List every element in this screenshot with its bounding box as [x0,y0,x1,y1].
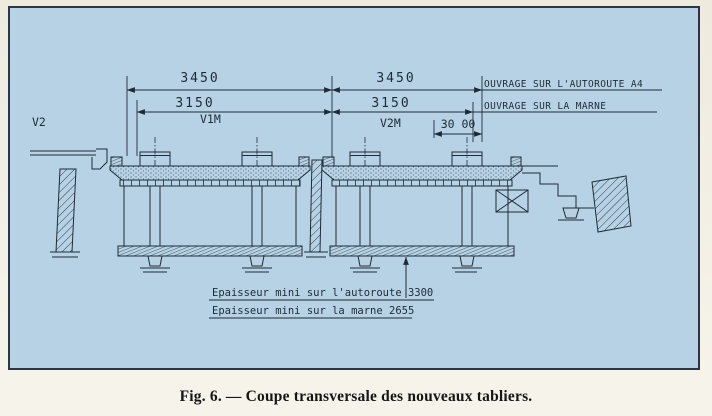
bottom-flange [117,245,303,257]
label-girder-v1m: V1M [200,112,221,126]
rib-band [119,179,301,187]
annotation-thickness-marne: Epaisseur mini sur la marne 2655 [212,305,414,317]
caption-dash: — [225,388,242,405]
abutment-block [591,175,632,233]
cross-section-drawing: 3450 3450 OUVRAGE SUR L'AUTOROUTE A4 315… [30,71,662,319]
cross-frame [495,189,529,213]
annotation-thickness-autoroute: Epaisseur mini sur l'autoroute 3300 [212,287,433,299]
label-girder-v2m: V2M [380,116,401,130]
edge-kerb [110,156,123,167]
rib-band [331,179,513,187]
drawing-labels: 3450 3450 OUVRAGE SUR L'AUTOROUTE A4 315… [32,71,643,317]
extension-lines [126,76,483,158]
right-abutment [495,165,632,233]
deck-v2m [321,137,523,257]
bearings [140,255,482,273]
dim-span-autoroute-left: 3450 [180,71,219,86]
edge-kerb [322,156,335,167]
deck-v1m [109,137,311,257]
annotation-leader [209,256,434,319]
edge-kerb [510,156,522,167]
left-deck-v2 [30,148,108,170]
figure-panel: 3450 3450 OUVRAGE SUR L'AUTOROUTE A4 315… [8,6,700,370]
bridge-structure [30,137,632,319]
figure-caption: Fig. 6.—Coupe transversale des nouveaux … [0,388,712,406]
figure-number: Fig. 6. [179,388,222,405]
left-pier [50,168,80,258]
dim-span-autoroute-right: 3450 [376,71,415,86]
dim-span-marne-right: 3150 [371,96,410,111]
edge-kerb [298,156,310,167]
dimension-lines [126,76,662,158]
middle-pier [304,159,328,258]
deck-slab [109,165,311,181]
label-ouvrage-autoroute: OUVRAGE SUR L'AUTOROUTE A4 [484,79,643,90]
deck-slab [321,165,523,181]
dim-edge-width: 30 00 [441,117,476,131]
label-girder-v2: V2 [32,115,46,129]
label-ouvrage-marne: OUVRAGE SUR LA MARNE [484,101,606,112]
dim-span-marne-left: 3150 [175,96,214,111]
bottom-flange [329,245,515,257]
caption-text: Coupe transversale des nouveaux tabliers… [245,388,533,405]
abutment-steps [522,172,594,209]
